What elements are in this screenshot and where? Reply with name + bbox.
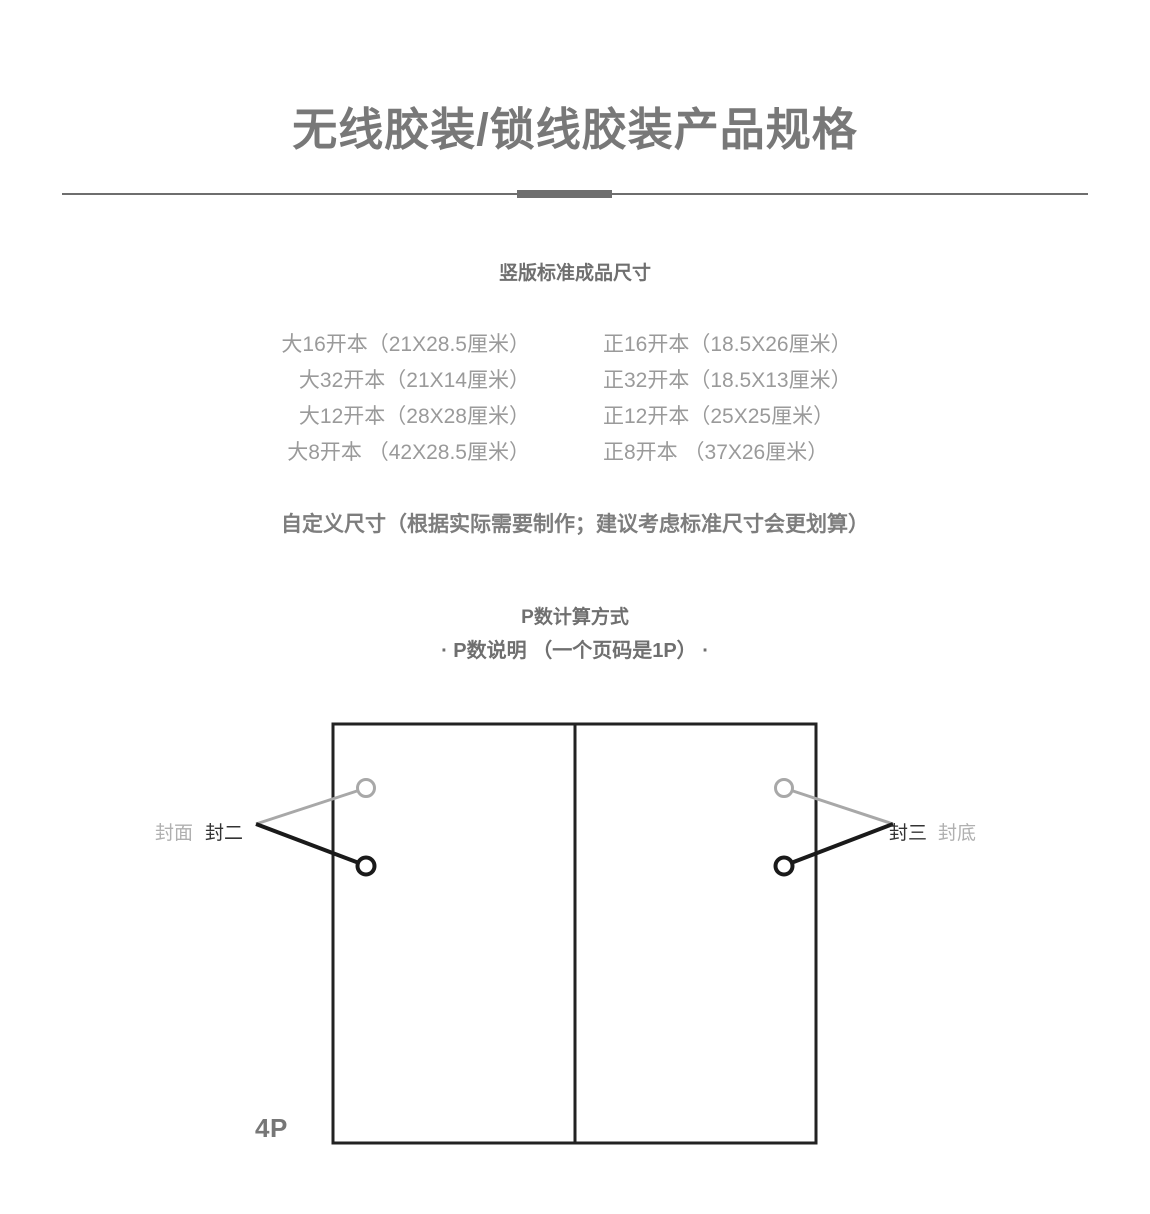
custom-size-note: 自定义尺寸（根据实际需要制作；建议考虑标准尺寸会更划算） [281,513,869,536]
marker-inside-back [773,855,795,877]
section-title-page-count: P数计算方式 [521,607,629,628]
size-option-large-12: 大12开本（28X28厘米） [298,405,530,428]
title-divider [62,190,1088,198]
divider-center-knob [517,190,612,198]
size-option-regular-12: 正12开本（25X25厘米） [603,405,835,428]
size-option-large-8: 大8开本 （42X28.5厘米） [287,441,530,464]
marker-back-cover [774,778,794,798]
size-option-large-32: 大32开本（21X14厘米） [298,369,530,392]
section-title-standard-sizes: 竖版标准成品尺寸 [498,263,651,284]
size-option-regular-32: 正32开本（18.5X13厘米） [603,369,852,392]
leader-line-cover [255,788,361,826]
size-option-regular-8: 正8开本 （37X26厘米） [603,441,829,464]
leader-line-inside-front [255,822,360,865]
page-count-badge: 4P [255,1113,288,1143]
leader-line-back-cover [789,788,894,826]
table-row: 大8开本 （42X28.5厘米） 正8开本 （37X26厘米） [0,433,1150,469]
marker-cover [356,778,376,798]
table-row: 大12开本（28X28厘米） 正12开本（25X25厘米） [0,397,1150,433]
standard-sizes-table: 大16开本（21X28.5厘米） 正16开本（18.5X26厘米） 大32开本（… [0,325,1150,469]
page-count-diagram [0,700,1150,1200]
leader-line-inside-back [790,822,894,865]
size-option-large-16: 大16开本（21X28.5厘米） [281,333,530,356]
page-title: 无线胶装/锁线胶装产品规格 [292,104,858,155]
table-row: 大16开本（21X28.5厘米） 正16开本（18.5X26厘米） [0,325,1150,361]
diagram-label-inside-back: 封三 [889,823,928,844]
diagram-label-cover: 封面 [155,823,194,844]
book-spread-diagram-svg [255,722,894,1145]
size-option-regular-16: 正16开本（18.5X26厘米） [603,333,852,356]
diagram-label-back-cover: 封底 [938,823,977,844]
page-count-explanation: · P数说明 （一个页码是1P） · [441,640,709,662]
table-row: 大32开本（21X14厘米） 正32开本（18.5X13厘米） [0,361,1150,397]
diagram-label-inside-front: 封二 [205,823,244,844]
marker-inside-front [355,855,377,877]
